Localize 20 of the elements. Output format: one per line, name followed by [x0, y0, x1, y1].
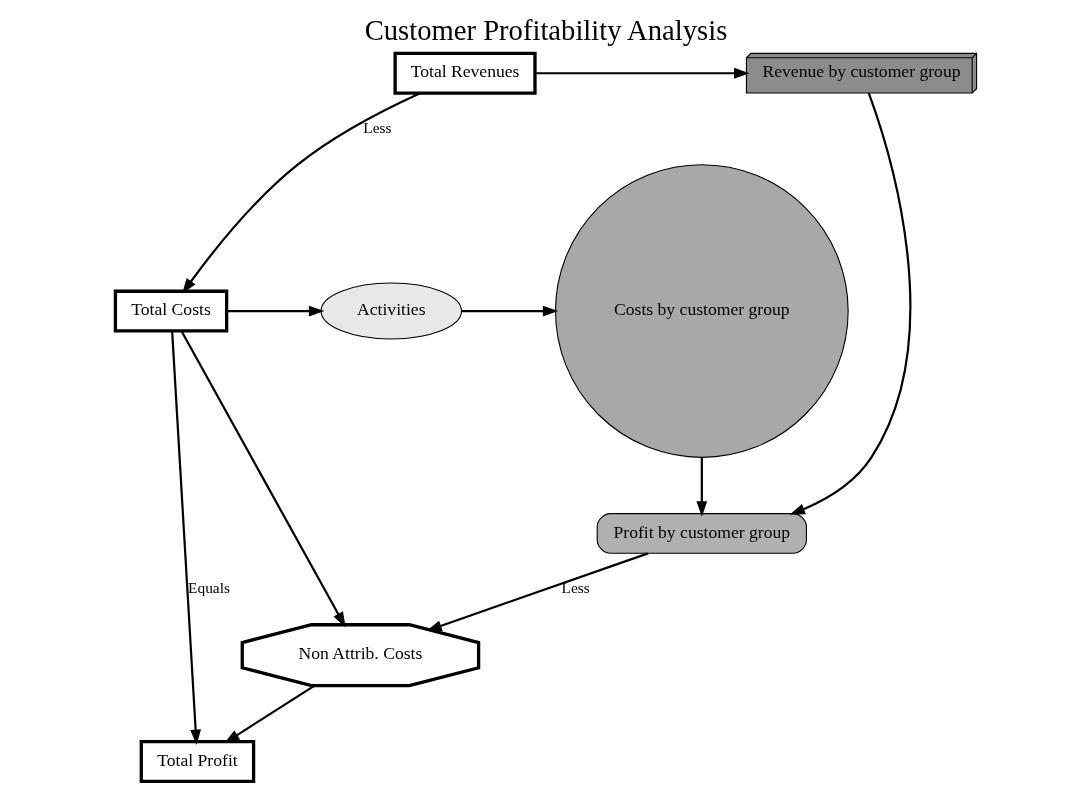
- arrow: [426, 552, 649, 631]
- node-box: Profit by customer group: [596, 513, 807, 554]
- node-box: Total Profit: [139, 740, 256, 783]
- node-ellipse: Activities: [320, 282, 463, 340]
- node-box: Total Costs: [113, 289, 229, 333]
- arrow: [226, 305, 325, 317]
- arrow: [224, 684, 316, 744]
- arrow: [180, 330, 346, 628]
- edge-label: Less: [363, 118, 392, 136]
- edge-label: Less: [561, 579, 590, 597]
- node-box: Total Revenues: [393, 51, 537, 95]
- arrow: [535, 67, 750, 79]
- arrow: [461, 305, 559, 317]
- edge-label: Equals: [188, 579, 230, 597]
- arrow: [696, 457, 708, 517]
- node-circle: Costs by customer group: [554, 164, 849, 458]
- diagram-title: Customer Profitability Analysis: [364, 13, 728, 46]
- arrow: [171, 331, 202, 745]
- arrow: [789, 92, 912, 515]
- arrow: [182, 92, 421, 294]
